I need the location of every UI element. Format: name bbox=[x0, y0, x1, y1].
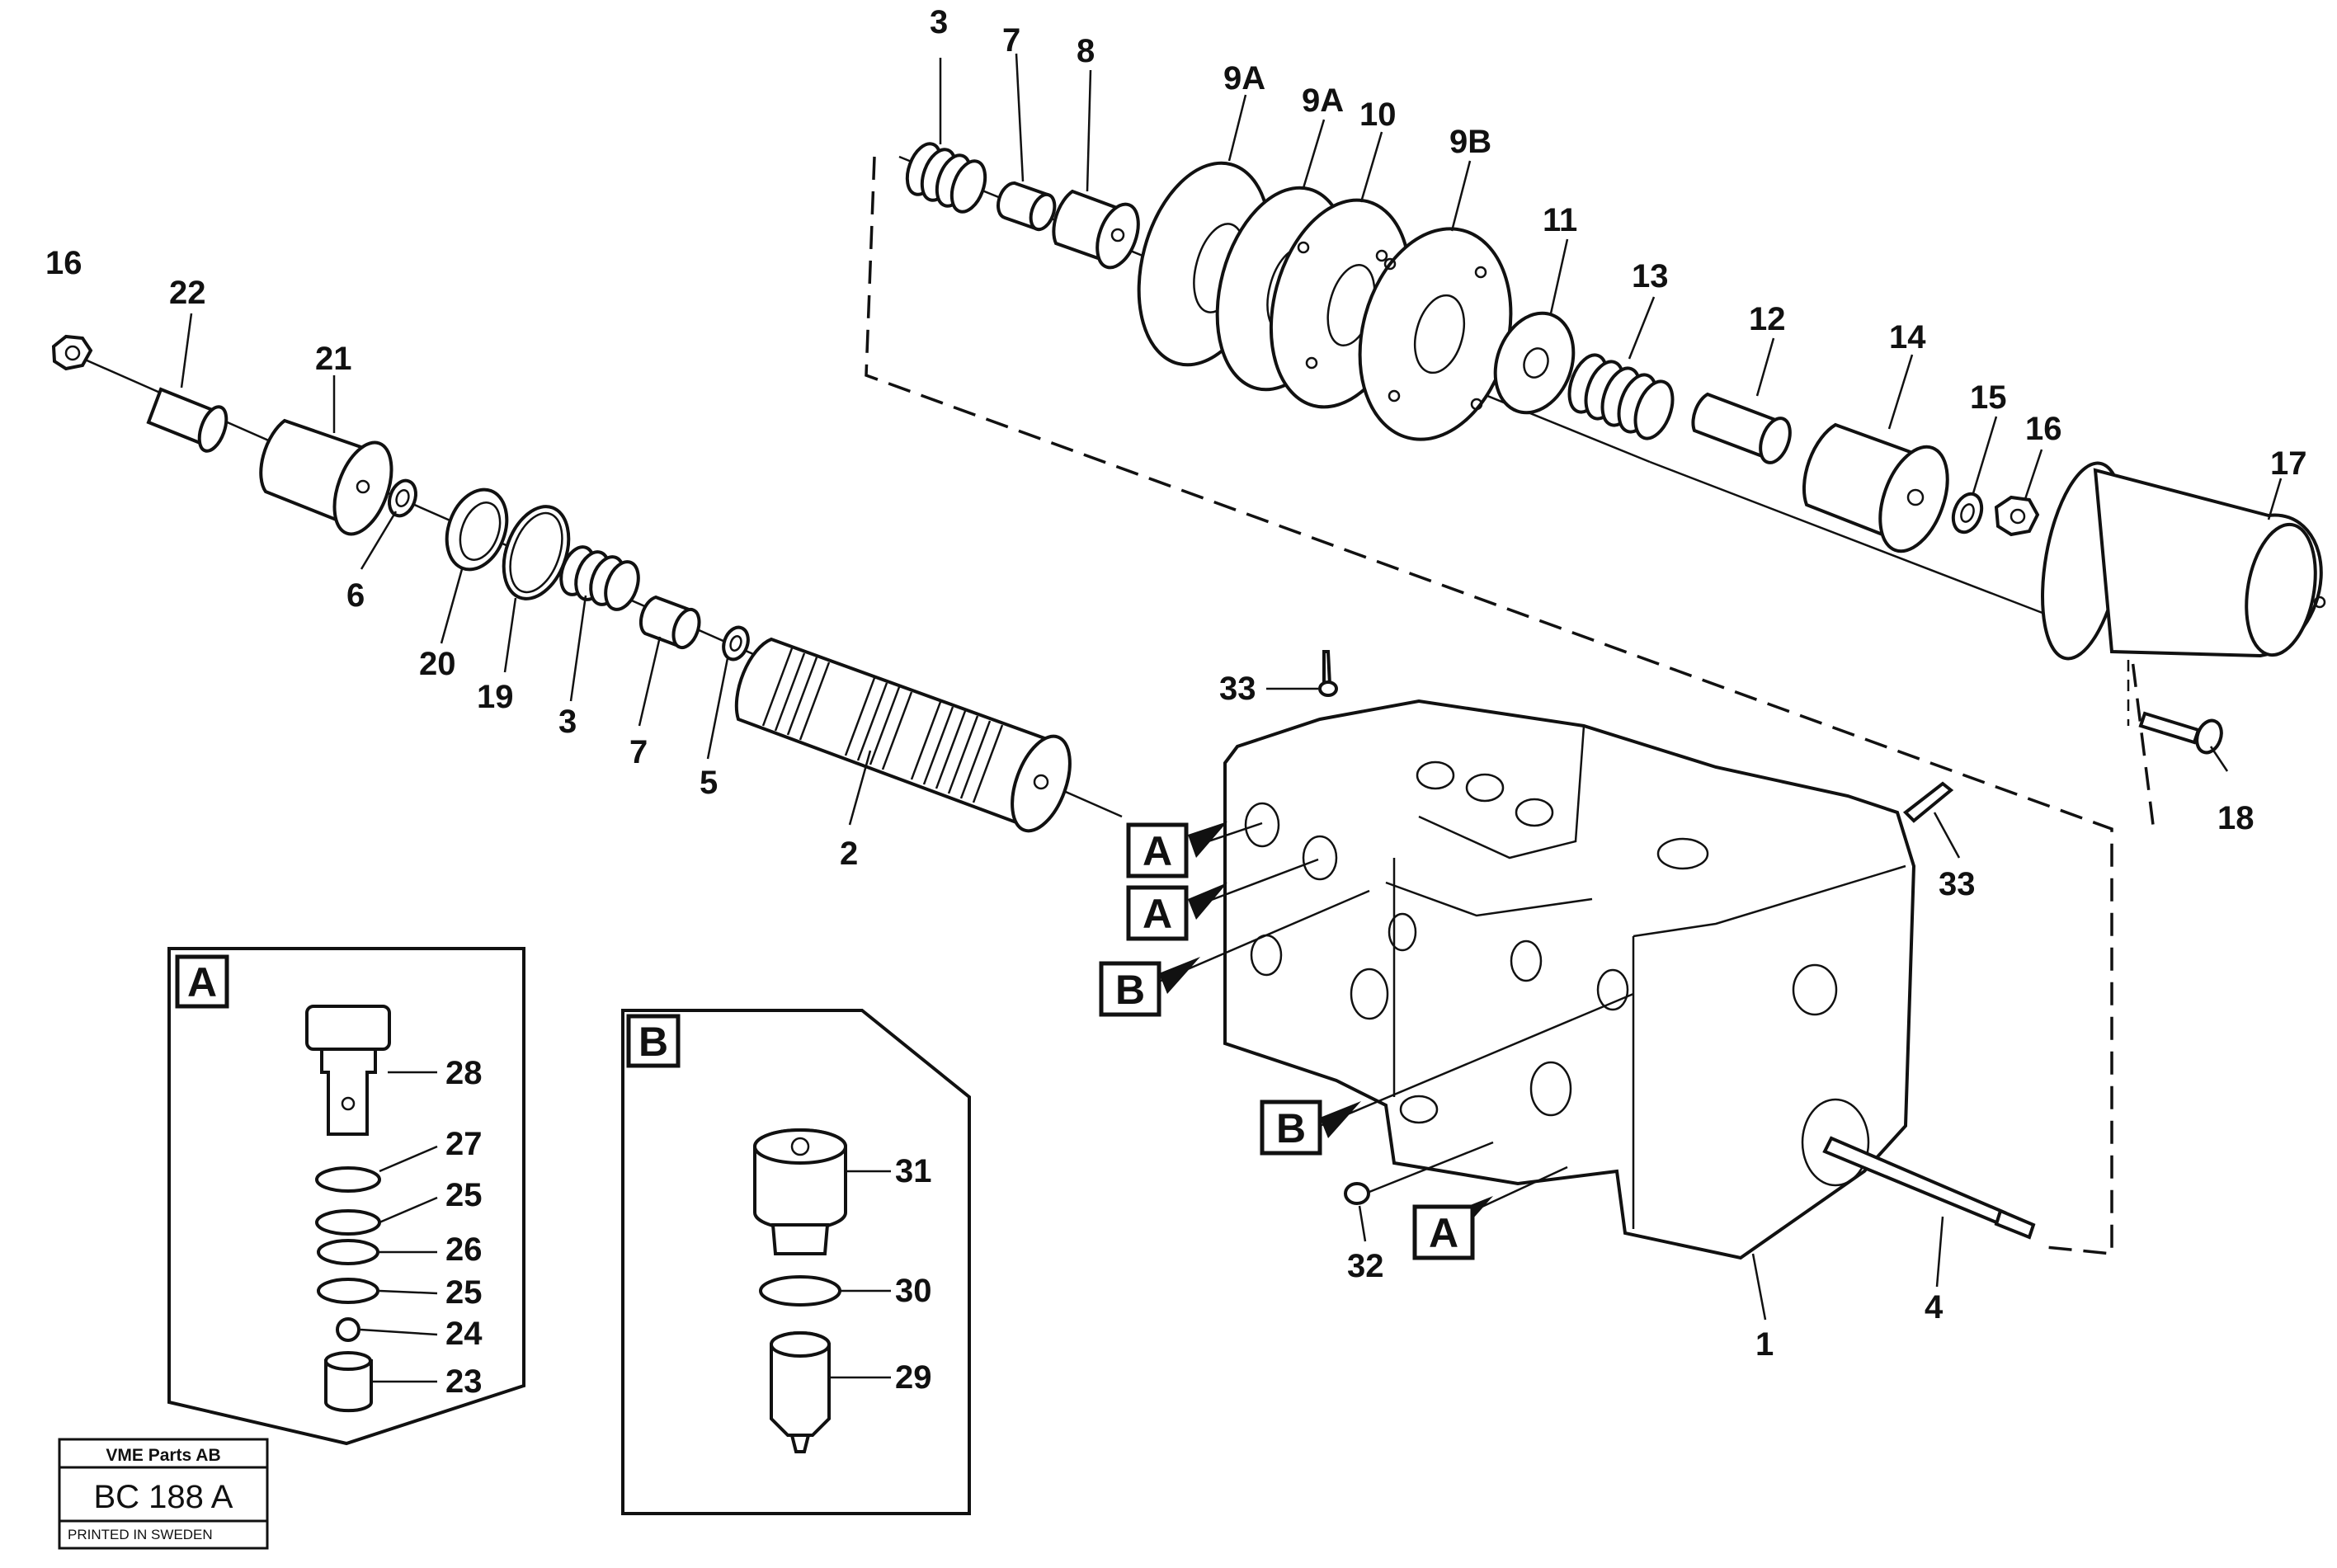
part-31-plug bbox=[753, 1128, 847, 1255]
part-33-pin-right bbox=[1902, 781, 1954, 823]
part-23-seat bbox=[324, 1351, 373, 1413]
detail-panel-b: B 31 30 29 bbox=[621, 1009, 971, 1515]
callout-31: 31 bbox=[895, 1153, 932, 1189]
callout-1: 1 bbox=[1755, 1326, 1774, 1363]
callout-2: 2 bbox=[840, 836, 858, 872]
callout-21: 21 bbox=[315, 341, 352, 377]
part-33-pin-left bbox=[1318, 650, 1338, 697]
part-28-valve bbox=[305, 1005, 391, 1136]
part-26-ring bbox=[317, 1239, 379, 1265]
part-7-spacer-upper bbox=[997, 181, 1057, 232]
callout-16-right: 16 bbox=[2025, 411, 2062, 447]
callout-17: 17 bbox=[2270, 445, 2307, 482]
callout-8: 8 bbox=[1077, 33, 1095, 69]
view-pointers bbox=[1159, 822, 1493, 1233]
svg-text:B: B bbox=[1276, 1105, 1306, 1151]
part-18-screw bbox=[2138, 711, 2223, 755]
part-11-washer bbox=[1493, 311, 1576, 415]
callout-25-lower: 25 bbox=[445, 1274, 483, 1311]
svg-text:B: B bbox=[638, 1019, 668, 1065]
part-3-spring-upper bbox=[905, 142, 987, 214]
part-13-spring bbox=[1567, 353, 1675, 440]
stamp-imprint: PRINTED IN SWEDEN bbox=[68, 1527, 213, 1542]
callout-3-lower: 3 bbox=[558, 704, 577, 740]
part-21-cap bbox=[259, 418, 393, 536]
part-3-spring-lower bbox=[559, 545, 640, 611]
view-marker-b-1: B bbox=[1099, 961, 1161, 1017]
part-16-nut-right bbox=[1994, 495, 2040, 537]
callout-20: 20 bbox=[419, 646, 456, 682]
svg-text:A: A bbox=[1429, 1210, 1458, 1256]
view-marker-a-2: A bbox=[1126, 885, 1189, 941]
part-20-ring bbox=[445, 487, 509, 572]
part-24-ball bbox=[336, 1317, 360, 1342]
callout-9b: 9B bbox=[1449, 124, 1491, 160]
callout-13: 13 bbox=[1632, 258, 1669, 294]
callout-28: 28 bbox=[445, 1055, 483, 1091]
callout-29: 29 bbox=[895, 1359, 932, 1396]
callout-15: 15 bbox=[1970, 379, 2007, 416]
stamp-publisher: VME Parts AB bbox=[106, 1446, 220, 1465]
callout-23: 23 bbox=[445, 1363, 483, 1400]
callout-25-upper: 25 bbox=[445, 1177, 483, 1213]
callout-22: 22 bbox=[169, 275, 206, 311]
callout-32: 32 bbox=[1347, 1248, 1384, 1284]
callout-16-left: 16 bbox=[45, 245, 82, 281]
callout-5: 5 bbox=[700, 765, 718, 801]
callout-12: 12 bbox=[1749, 301, 1786, 337]
part-15-washer bbox=[1951, 492, 1984, 534]
part-4-rod bbox=[1822, 1136, 2036, 1240]
callout-7-upper: 7 bbox=[1002, 22, 1020, 59]
part-17-housing bbox=[2041, 461, 2326, 661]
part-14-cap bbox=[1802, 422, 1949, 553]
part-12-sleeve bbox=[1691, 392, 1792, 464]
part-6-washer bbox=[388, 478, 417, 518]
view-marker-a-3: A bbox=[1412, 1204, 1475, 1260]
view-marker-b-2: B bbox=[1260, 1099, 1322, 1156]
callout-19: 19 bbox=[477, 679, 514, 715]
svg-text:A: A bbox=[187, 959, 217, 1005]
stamp-sheet-id: BC 188 A bbox=[93, 1479, 233, 1515]
callout-9a-1: 9A bbox=[1223, 60, 1265, 97]
part-25-washer-upper bbox=[315, 1209, 381, 1236]
view-marker-a-1: A bbox=[1126, 822, 1189, 878]
part-7-spacer-lower bbox=[638, 595, 701, 650]
part-callouts: 3 7 8 9A 9A 10 9B 11 13 12 14 15 16 17 1… bbox=[45, 4, 2307, 1363]
part-16-nut-left bbox=[51, 334, 93, 371]
callout-10: 10 bbox=[1359, 97, 1397, 133]
callout-3-upper: 3 bbox=[930, 4, 948, 40]
part-1-valve-body bbox=[1223, 699, 1916, 1260]
callout-30: 30 bbox=[895, 1273, 932, 1309]
part-5-washer bbox=[722, 625, 750, 662]
part-22-sleeve bbox=[146, 387, 229, 453]
part-8-plug bbox=[1052, 189, 1140, 270]
part-9b-disc bbox=[1358, 227, 1513, 441]
detail-panel-a: A 28 27 25 26 25 24 23 bbox=[167, 947, 525, 1446]
callout-18: 18 bbox=[2217, 800, 2255, 836]
part-25-washer-lower bbox=[317, 1278, 379, 1304]
part-30-oring bbox=[759, 1275, 841, 1307]
part-27-ring bbox=[315, 1166, 381, 1193]
callout-14: 14 bbox=[1889, 319, 1926, 356]
svg-text:A: A bbox=[1143, 891, 1172, 937]
callout-27: 27 bbox=[445, 1126, 483, 1162]
callout-24: 24 bbox=[445, 1316, 483, 1352]
callout-11: 11 bbox=[1543, 202, 1577, 238]
callout-7-lower: 7 bbox=[629, 734, 648, 770]
callout-6: 6 bbox=[346, 577, 365, 614]
callout-4: 4 bbox=[1925, 1289, 1944, 1326]
part-2-spool bbox=[734, 637, 1072, 833]
callout-26: 26 bbox=[445, 1231, 483, 1268]
part-29-cartridge bbox=[770, 1331, 831, 1453]
leader-lines bbox=[180, 53, 2283, 1321]
callout-33-right: 33 bbox=[1939, 866, 1976, 902]
svg-text:A: A bbox=[1143, 828, 1172, 874]
title-stamp: VME Parts AB BC 188 A PRINTED IN SWEDEN bbox=[58, 1438, 269, 1550]
callout-9a-2: 9A bbox=[1302, 82, 1344, 119]
part-32-plug bbox=[1344, 1182, 1370, 1205]
callout-33-left: 33 bbox=[1219, 671, 1256, 707]
svg-text:B: B bbox=[1115, 967, 1145, 1013]
